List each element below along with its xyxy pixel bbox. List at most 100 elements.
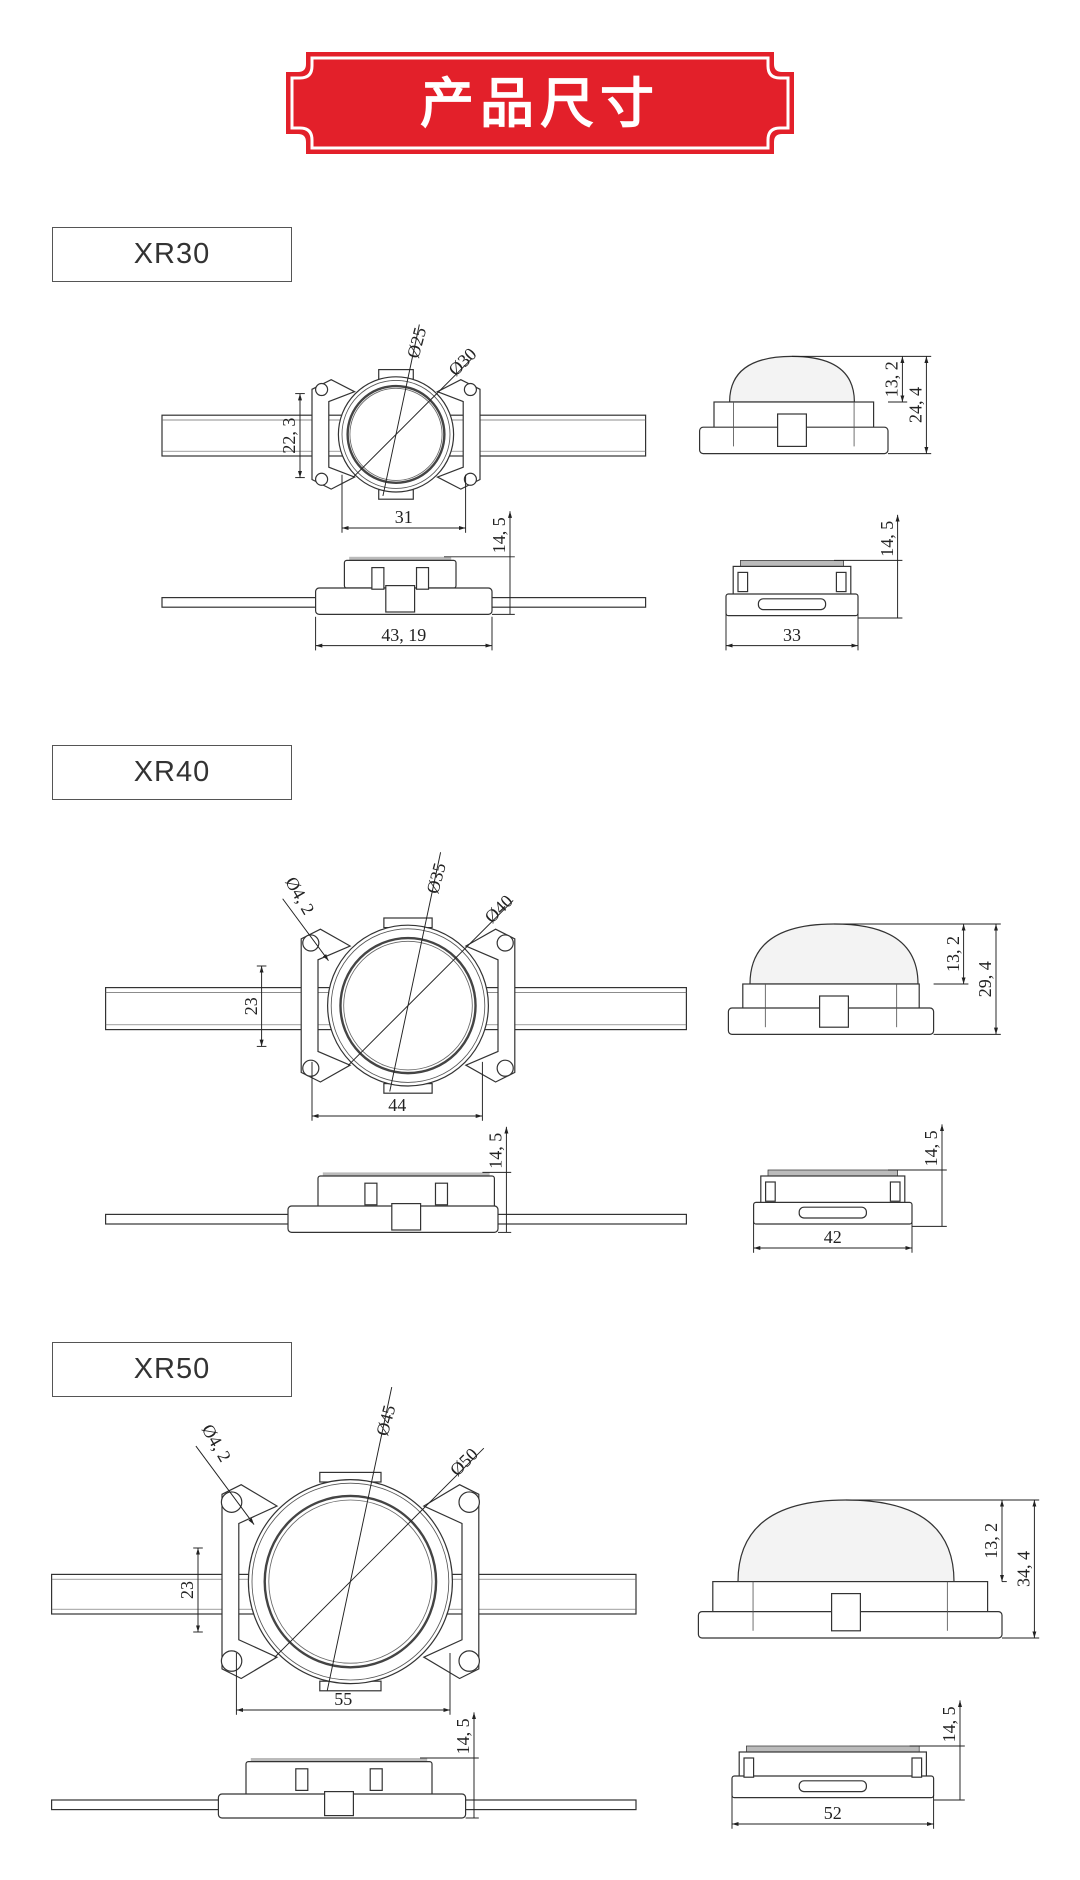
dimension-label: 13, 2 — [943, 936, 963, 972]
mounting-hole — [315, 382, 329, 397]
dimension-label: 43, 19 — [381, 625, 426, 645]
clip — [737, 571, 749, 593]
cable-clip — [371, 566, 385, 590]
mounting-hole — [496, 934, 514, 952]
mounting-bracket — [422, 1484, 480, 1680]
ring-edge — [330, 928, 486, 1083]
lens — [343, 940, 473, 1071]
clip — [835, 571, 847, 593]
section-title-banner: 产品尺寸 — [286, 52, 794, 154]
lens-dome — [749, 923, 919, 985]
lens-top — [746, 1745, 920, 1753]
mounting-hole — [315, 472, 329, 486]
cable-clip — [434, 1182, 449, 1206]
clip — [764, 1181, 776, 1202]
end-view: 14, 5 33 — [725, 514, 903, 651]
lens-ring — [263, 1494, 438, 1669]
cable-port — [798, 1780, 867, 1793]
lens — [349, 387, 443, 481]
side-view: 13, 2 29, 4 — [727, 923, 1001, 1035]
mounting-hole — [496, 1059, 514, 1077]
mounting-hole — [302, 1059, 320, 1077]
outer-diameter-leader — [347, 900, 514, 1066]
hole-leader — [282, 898, 329, 961]
dimension-label: 14, 5 — [486, 1133, 506, 1169]
front-view: 14, 5 — [105, 1126, 687, 1233]
mounting-bracket — [221, 1484, 279, 1680]
center-slot — [818, 995, 849, 1028]
center-slot — [830, 1592, 861, 1632]
inner-diameter-leader — [326, 1386, 393, 1691]
lens-top — [322, 1172, 490, 1178]
side-view: 13, 224, 4 — [698, 355, 932, 455]
model-label-xr50: XR50 — [52, 1342, 292, 1397]
center-slot — [324, 1790, 355, 1817]
front-view: 14, 5 — [51, 1712, 637, 1819]
dimension-label: Ø50 — [446, 1444, 482, 1480]
lens-dome — [737, 1499, 955, 1583]
lens-ring — [346, 384, 446, 484]
dimension-label: Ø40 — [481, 891, 517, 927]
center-slot — [391, 1202, 422, 1231]
dimension-label: 23 — [177, 1581, 197, 1599]
end-view: 14, 5 52 — [731, 1700, 965, 1829]
dimension-label: 33 — [783, 625, 801, 645]
cable-port — [757, 598, 827, 611]
housing-body — [343, 559, 457, 589]
cable-port — [798, 1206, 867, 1219]
center-slot — [385, 584, 416, 613]
page-title: 产品尺寸 — [420, 71, 660, 135]
clip — [743, 1757, 755, 1778]
mounting-hole — [458, 1491, 481, 1513]
dimension-label: 13, 2 — [882, 361, 902, 397]
dimension-label: 24, 4 — [906, 387, 926, 423]
mounting-hole — [302, 934, 320, 952]
inner-diameter-leader — [382, 324, 420, 497]
clip — [889, 1181, 901, 1202]
ring-edge — [251, 1482, 450, 1681]
hole-leader — [195, 1445, 255, 1525]
dimension-label: 42 — [824, 1227, 842, 1247]
dimension-label: Ø35 — [422, 861, 449, 896]
lens-dome — [728, 355, 855, 403]
banner-background — [286, 52, 794, 154]
dimension-label: 31 — [395, 507, 413, 527]
clip — [911, 1757, 923, 1778]
mounting-hole — [220, 1491, 243, 1513]
dimension-label: 13, 2 — [981, 1523, 1001, 1559]
mounting-bracket — [436, 379, 481, 490]
lens — [268, 1499, 433, 1664]
dimension-label: Ø30 — [444, 344, 480, 380]
mounting-hole — [463, 472, 478, 486]
model-label-xr30: XR30 — [52, 227, 292, 282]
dimension-label: 52 — [824, 1803, 842, 1823]
mounting-bracket — [300, 928, 352, 1083]
cable-clip — [369, 1768, 383, 1791]
dimension-label: 14, 5 — [939, 1706, 959, 1742]
model-label-xr40: XR40 — [52, 745, 292, 800]
cable-clip — [364, 1182, 378, 1206]
dimension-label: Ø4, 2 — [281, 873, 318, 918]
end-view: 14, 542 — [752, 1124, 947, 1253]
side-view: 13, 2 34, 4 — [697, 1499, 1040, 1639]
dimension-label: Ø25 — [403, 325, 430, 360]
lens-top — [349, 556, 452, 562]
dimension-label: 22, 3 — [279, 418, 299, 454]
dimension-label: 55 — [334, 1689, 352, 1709]
dimension-label: 14, 5 — [877, 521, 897, 557]
dimension-label: 34, 4 — [1014, 1551, 1034, 1587]
mounting-hole — [458, 1650, 481, 1672]
mounting-hole — [463, 382, 478, 397]
inner-diameter-leader — [389, 852, 442, 1092]
lens-top — [740, 560, 844, 567]
dimension-label: 29, 4 — [975, 961, 995, 997]
front-view: 14, 543, 19 — [161, 511, 647, 651]
cable-clip — [415, 566, 430, 590]
mounting-bracket — [464, 928, 516, 1083]
